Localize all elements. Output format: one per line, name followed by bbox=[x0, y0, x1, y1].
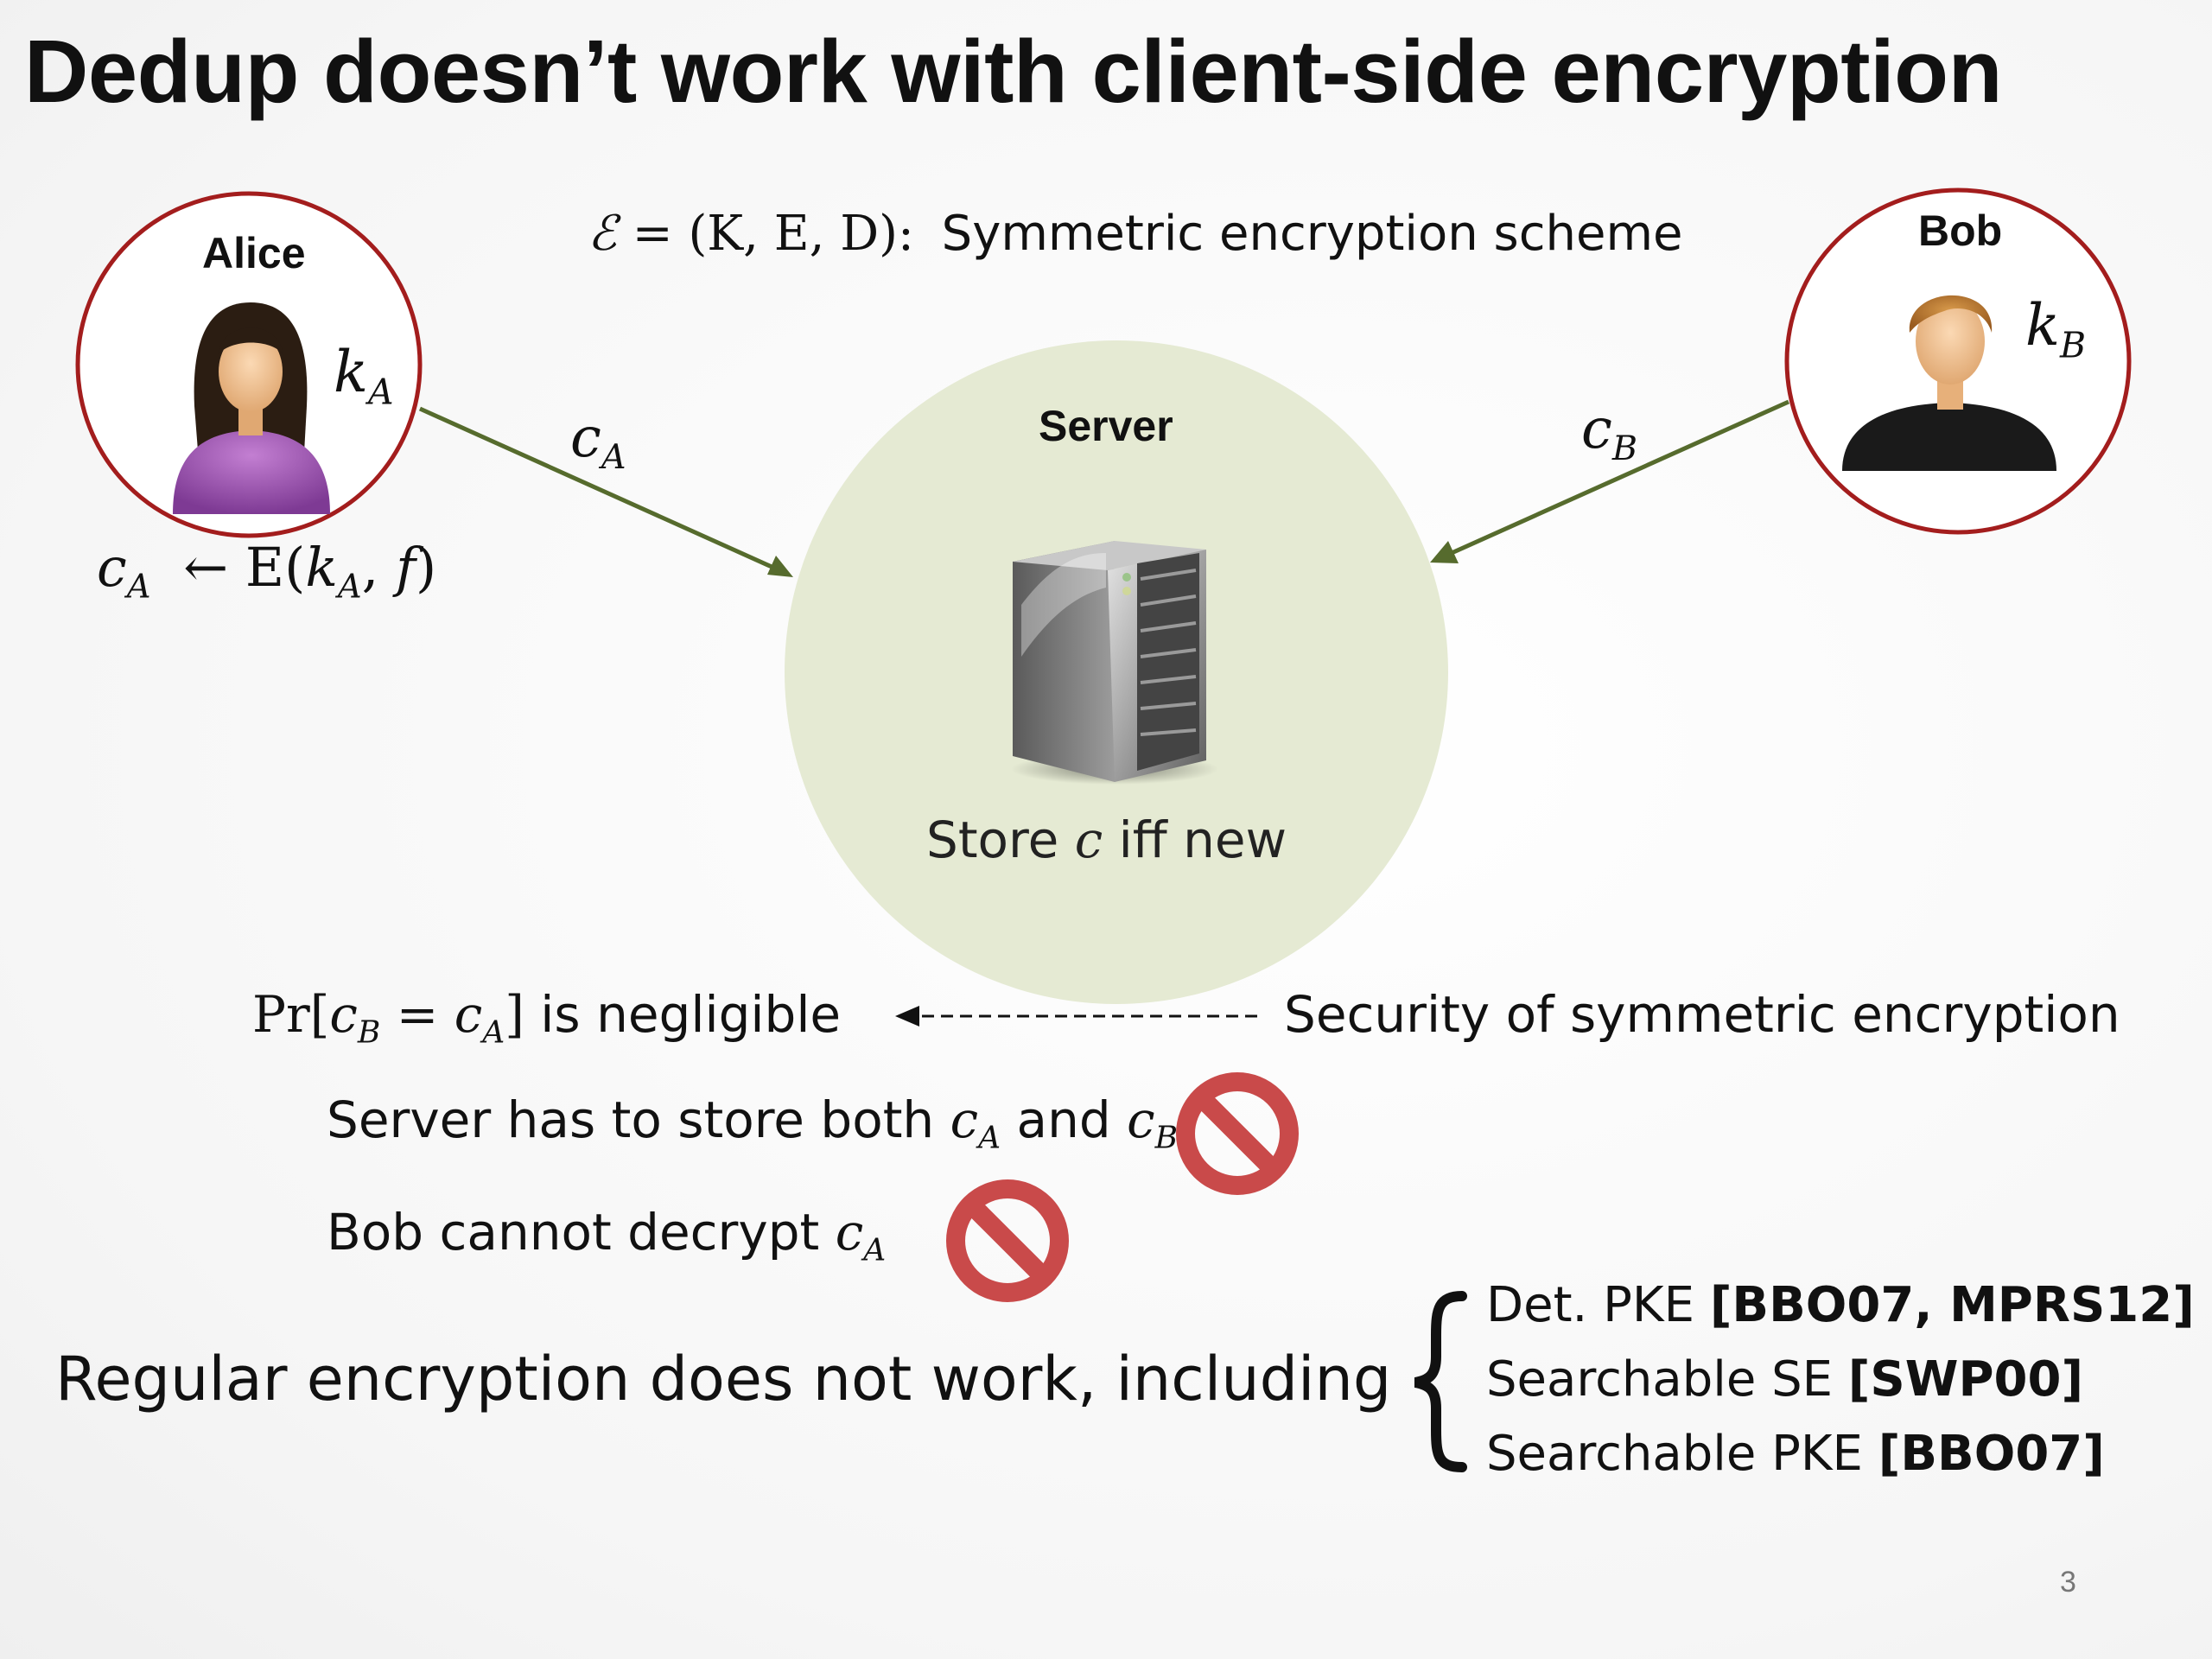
pr-c1-sub: B bbox=[357, 1014, 381, 1051]
pr-c1: c bbox=[329, 985, 358, 1044]
formula-c-sub: A bbox=[126, 567, 151, 607]
formula-k: k bbox=[305, 536, 338, 599]
alice-avatar-icon bbox=[173, 302, 330, 514]
store-both-c1: c bbox=[950, 1090, 979, 1149]
scheme-item-det-pke: Det. PKE [BBO07, MPRS12] bbox=[1486, 1268, 2195, 1343]
scheme-item-searchable-se: Searchable SE [SWP00] bbox=[1486, 1343, 2195, 1417]
scheme-name: Det. PKE bbox=[1486, 1277, 1710, 1333]
formula-k-sub: A bbox=[337, 567, 362, 607]
decrypt-c: c bbox=[835, 1203, 864, 1262]
store-both-prefix: Server has to store both bbox=[327, 1090, 950, 1149]
formula-f: f bbox=[396, 536, 416, 599]
bob-key-label: kB bbox=[2025, 292, 2086, 365]
scheme-description: Symmetric encryption scheme bbox=[941, 206, 1683, 262]
security-note: Security of symmetric encryption bbox=[1284, 985, 2120, 1044]
bob-name: Bob bbox=[1918, 207, 2003, 255]
scheme-ref: [SWP00] bbox=[1847, 1351, 2084, 1408]
curly-brace bbox=[1414, 1291, 1467, 1472]
probability-claim: Pr[cB = cA] is negligible bbox=[252, 985, 841, 1051]
formula-func: E( bbox=[245, 536, 306, 599]
store-prefix: Store bbox=[926, 810, 1075, 869]
alice-cipher-letter: c bbox=[570, 406, 601, 470]
slide-title: Dedup doesn’t work with client-side encr… bbox=[24, 22, 2003, 121]
bob-key-letter: k bbox=[2025, 292, 2060, 359]
pr-c2: c bbox=[454, 985, 483, 1044]
formula-arrow: ← bbox=[183, 536, 229, 599]
decrypt-prefix: Bob cannot decrypt bbox=[327, 1203, 836, 1262]
scheme-item-searchable-pke: Searchable PKE [BBO07] bbox=[1486, 1417, 2195, 1491]
formula-sep: , bbox=[361, 536, 397, 599]
alice-key-sub: A bbox=[368, 371, 394, 413]
alice-node bbox=[75, 191, 423, 538]
decrypt-claim: Bob cannot decrypt cA bbox=[327, 1203, 886, 1268]
store-suffix: iff new bbox=[1103, 810, 1287, 869]
alice-name: Alice bbox=[202, 229, 306, 277]
store-both-claim: Server has to store both cA and cB bbox=[327, 1090, 1178, 1156]
bob-node bbox=[1784, 188, 2132, 535]
dashed-arrow-security bbox=[895, 1006, 1257, 1027]
arrow-alice-to-server bbox=[418, 406, 793, 577]
pr-suffix: is negligible bbox=[524, 985, 842, 1044]
store-both-c2: c bbox=[1127, 1090, 1155, 1149]
bob-avatar-icon bbox=[1842, 295, 2056, 471]
regular-encryption-statement: Regular encryption does not work, includ… bbox=[55, 1344, 1392, 1414]
store-both-and: and bbox=[1001, 1090, 1128, 1149]
bob-cipher-letter: c bbox=[1581, 397, 1612, 461]
alice-key-label: kA bbox=[334, 339, 394, 412]
server-name: Server bbox=[1039, 402, 1173, 450]
page-number: 3 bbox=[2060, 1566, 2076, 1599]
pr-c2-sub: A bbox=[482, 1014, 505, 1051]
decrypt-c-sub: A bbox=[863, 1232, 887, 1268]
alice-cipher-sub: A bbox=[601, 436, 626, 477]
pr-close: ] bbox=[505, 985, 524, 1044]
bob-key-sub: B bbox=[2060, 324, 2087, 366]
alice-key-letter: k bbox=[334, 339, 368, 405]
pr-eq: = bbox=[380, 985, 454, 1044]
scheme-ref: [BBO07] bbox=[1878, 1426, 2105, 1482]
schemes-list: Det. PKE [BBO07, MPRS12] Searchable SE [… bbox=[1486, 1268, 2195, 1491]
scheme-symbol: ℰ bbox=[588, 206, 617, 262]
prohibited-icon bbox=[946, 1179, 1069, 1302]
server-tower-icon bbox=[1011, 541, 1218, 785]
scheme-name: Searchable PKE bbox=[1486, 1426, 1878, 1482]
scheme-ref: [BBO07, MPRS12] bbox=[1709, 1277, 2195, 1333]
formula-c: c bbox=[97, 536, 127, 599]
store-both-c2-sub: B bbox=[1154, 1120, 1178, 1156]
scheme-name: Searchable SE bbox=[1486, 1351, 1848, 1408]
arrow-bob-to-server bbox=[1430, 399, 1790, 563]
bob-cipher-label: cB bbox=[1581, 397, 1637, 468]
prohibited-icon bbox=[1176, 1072, 1299, 1195]
store-both-c1-sub: A bbox=[978, 1120, 1001, 1156]
alice-encrypt-formula: cA ← E(kA, f) bbox=[97, 536, 436, 606]
pr-prefix: Pr[ bbox=[252, 985, 330, 1044]
store-var: c bbox=[1074, 810, 1103, 869]
formula-close: ) bbox=[416, 536, 437, 599]
bob-cipher-sub: B bbox=[1611, 428, 1637, 468]
scheme-tuple: = (K, E, D): bbox=[632, 206, 914, 262]
server-store-rule: Store c iff new bbox=[926, 810, 1287, 869]
alice-cipher-label: cA bbox=[570, 406, 626, 477]
scheme-definition: ℰ = (K, E, D): Symmetric encryption sche… bbox=[588, 206, 1682, 262]
